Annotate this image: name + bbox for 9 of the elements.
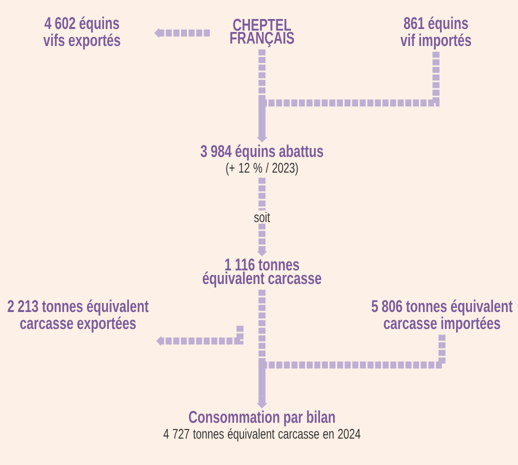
flow-text: 5 806 tonnes équivalent carcasse importées [372, 300, 513, 332]
arrow [156, 326, 244, 346]
flow-text: 4 602 équins vifs exportés [43, 16, 120, 50]
flow-text: CHEPTEL FRANÇAIS [230, 18, 294, 48]
flow-text: 2 213 tonnes équivalent carcasse exportées [8, 300, 149, 332]
flow-text: 861 équins vif importés [400, 16, 472, 50]
flow-text: 1 116 tonnes équivalent carcasse [202, 258, 322, 288]
flow-text: 3 984 équins abattus (+ 12 % / 2023) [200, 144, 324, 176]
flow-text: Consommation par bilan 4 727 tonnes équivalent carcasse en 2024 [164, 410, 360, 442]
